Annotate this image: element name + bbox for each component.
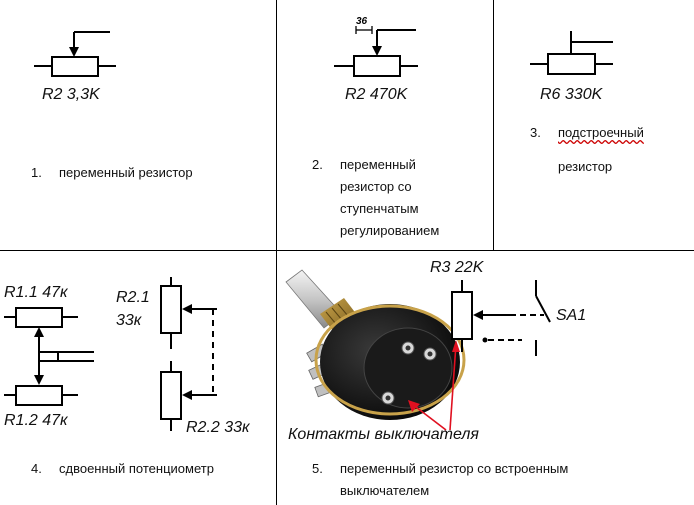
variable-resistor-symbol xyxy=(34,31,116,77)
caption-number: 1. xyxy=(31,165,42,180)
caption-4: 4. сдвоенный потенциометр xyxy=(31,458,214,480)
resistor-label-r3: R3 22K xyxy=(430,259,484,276)
caption-number: 4. xyxy=(31,461,42,476)
resistor-label-r2-1-value: 33к xyxy=(116,312,142,329)
divider-vertical-2 xyxy=(493,0,494,250)
caption-text: переменный резистор xyxy=(59,165,193,180)
potentiometer-photo xyxy=(285,269,466,431)
resistor-label-r1-1: R1.1 47к xyxy=(4,284,68,301)
switch-label-sa1: SA1 xyxy=(556,307,587,324)
caption-line: регулированием xyxy=(340,223,440,238)
photo-caption: Контакты выключателя xyxy=(288,426,479,443)
resistor-label-r1-2: R1.2 47к xyxy=(4,412,68,429)
caption-text: сдвоенный потенциометр xyxy=(59,461,214,476)
resistor-label-r6: R6 330K xyxy=(540,86,603,103)
caption-5: 5. переменный резистор со встроенным выкл… xyxy=(312,458,568,502)
resistor-label-r2-2: R2.2 33к xyxy=(186,419,250,436)
caption-line: переменный резистор со встроенным xyxy=(340,461,569,476)
caption-number: 2. xyxy=(312,157,323,172)
caption-number: 5. xyxy=(312,461,323,476)
step-label: 36 xyxy=(356,16,368,27)
caption-number: 3. xyxy=(530,125,541,140)
caption-line: переменный xyxy=(340,157,416,172)
divider-horizontal xyxy=(0,250,694,251)
resistor-label-r2-2: R2 470K xyxy=(345,86,408,103)
dual-potentiometer-symbols xyxy=(4,277,217,431)
resistor-label-r2-1: R2 3,3K xyxy=(42,86,100,103)
caption-line: ступенчатым xyxy=(340,201,419,216)
caption-line: подстроечный xyxy=(558,125,644,140)
divider-vertical-1 xyxy=(276,0,277,250)
caption-1: 1. переменный резистор xyxy=(31,162,193,184)
caption-line: резистор со xyxy=(340,179,412,194)
stepped-resistor-symbol: 36 xyxy=(334,16,418,77)
divider-vertical-3 xyxy=(276,250,277,505)
caption-3: 3. подстроечный xyxy=(530,122,644,144)
caption-2: 2. переменный резистор со ступенчатым рег… xyxy=(312,154,439,242)
caption-line: выключателем xyxy=(340,483,430,498)
caption-3-line-2: резистор xyxy=(558,159,613,174)
resistor-with-switch-symbol xyxy=(451,280,551,356)
resistor-label-r2-1-name: R2.1 xyxy=(116,289,150,306)
trimmer-resistor-symbol xyxy=(530,31,613,75)
